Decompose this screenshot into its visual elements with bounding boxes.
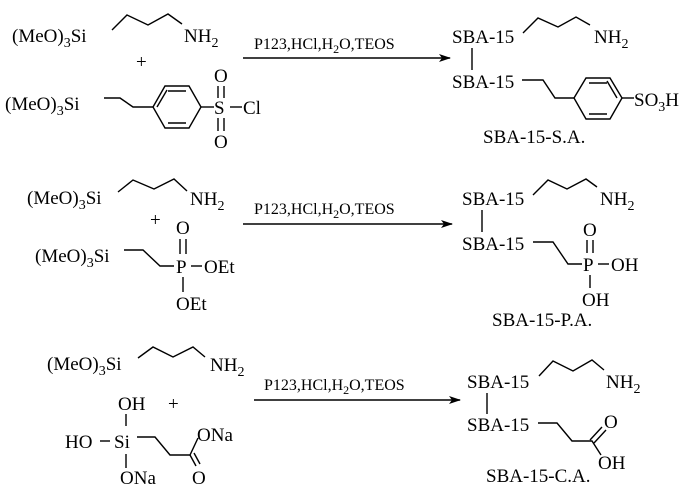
bond-propanoate <box>137 436 199 456</box>
sulfonic-acid-group: SO3H <box>634 90 679 115</box>
sodium-oxide-group: ONa <box>120 468 156 489</box>
reactant-aminopropyl-silane: (MeO)3Si <box>47 354 122 379</box>
reaction-conditions: P123,HCl,H2O,TEOS <box>264 377 405 397</box>
oxygen-atom: O <box>583 220 597 241</box>
bond-chain <box>111 13 183 31</box>
oxygen-atom: O <box>604 412 618 433</box>
bond-chain <box>532 178 598 196</box>
reaction-1: (MeO)3Si NH2 + (MeO)3Si S O O Cl P123,HC… <box>5 13 679 153</box>
product-label: SBA-15-C.A. <box>486 466 591 487</box>
hydroxyl-group: OH <box>611 255 639 276</box>
oxygen-atom: O <box>176 218 190 239</box>
sba15-support: SBA-15 <box>467 372 529 393</box>
bond-chain <box>538 359 605 377</box>
bond-chain <box>117 178 188 193</box>
bond-propanoic <box>538 422 602 456</box>
sba15-support: SBA-15 <box>467 415 529 436</box>
reaction-conditions: P123,HCl,H2O,TEOS <box>254 201 395 221</box>
sba15-support: SBA-15 <box>452 27 514 48</box>
amine-group: NH2 <box>600 189 634 214</box>
double-bond <box>589 426 607 444</box>
bond-ethyl <box>124 249 174 267</box>
amine-group: NH2 <box>594 27 628 52</box>
phosphorus-atom: P <box>176 257 187 278</box>
bond-ethyl <box>533 241 582 265</box>
silicon-atom: Si <box>114 432 130 453</box>
sulfur-atom: S <box>214 98 225 119</box>
bond-chain <box>522 16 591 34</box>
amine-group: NH2 <box>606 372 640 397</box>
plus-sign: + <box>150 210 161 231</box>
product-label: SBA-15-P.A. <box>492 310 592 331</box>
bond-chain <box>137 346 206 359</box>
hydroxyl-group: OH <box>118 394 146 415</box>
oxygen-atom: O <box>214 66 228 87</box>
amine-group: NH2 <box>210 355 244 380</box>
plus-sign: + <box>136 52 147 73</box>
reaction-conditions: P123,HCl,H2O,TEOS <box>254 36 395 56</box>
reactant-phosphonate: (MeO)3Si <box>35 246 110 271</box>
product-label: SBA-15-S.A. <box>483 127 585 148</box>
reactant-sulfonyl-chloride: (MeO)3Si <box>5 94 80 119</box>
reaction-3: (MeO)3Si NH2 + OH HO Si ONa O ONa P123,H… <box>47 346 640 489</box>
sba15-support: SBA-15 <box>462 234 524 255</box>
chlorine-atom: Cl <box>243 98 261 119</box>
oxygen-atom: O <box>214 132 228 153</box>
phosphorus-atom: P <box>583 255 594 276</box>
sba15-support: SBA-15 <box>462 189 524 210</box>
reaction-2: (MeO)3Si NH2 + (MeO)3Si P O OEt OEt P123… <box>27 178 639 331</box>
reactant-aminopropyl-silane: (MeO)3Si <box>12 26 87 51</box>
double-bond <box>189 452 201 467</box>
oxygen-atom: O <box>192 468 206 489</box>
amine-group: NH2 <box>184 26 218 51</box>
sodium-carboxylate: ONa <box>197 425 233 446</box>
plus-sign: + <box>168 394 179 415</box>
benzene-ring <box>152 85 202 129</box>
bond-ethyl <box>522 79 574 99</box>
benzene-ring <box>573 77 623 120</box>
ethoxy-group: OEt <box>204 257 235 278</box>
double-bond <box>179 239 187 254</box>
double-bonds <box>217 86 225 131</box>
hydroxyl-group: OH <box>598 453 626 474</box>
amine-group: NH2 <box>190 189 224 214</box>
sba15-support: SBA-15 <box>452 72 514 93</box>
hydroxyl-group: HO <box>65 432 92 453</box>
ethoxy-group: OEt <box>176 294 207 315</box>
double-bond <box>586 240 594 253</box>
hydroxyl-group: OH <box>582 290 610 311</box>
bond-ethyl <box>104 97 153 108</box>
reactant-aminopropyl-silane: (MeO)3Si <box>27 188 102 213</box>
